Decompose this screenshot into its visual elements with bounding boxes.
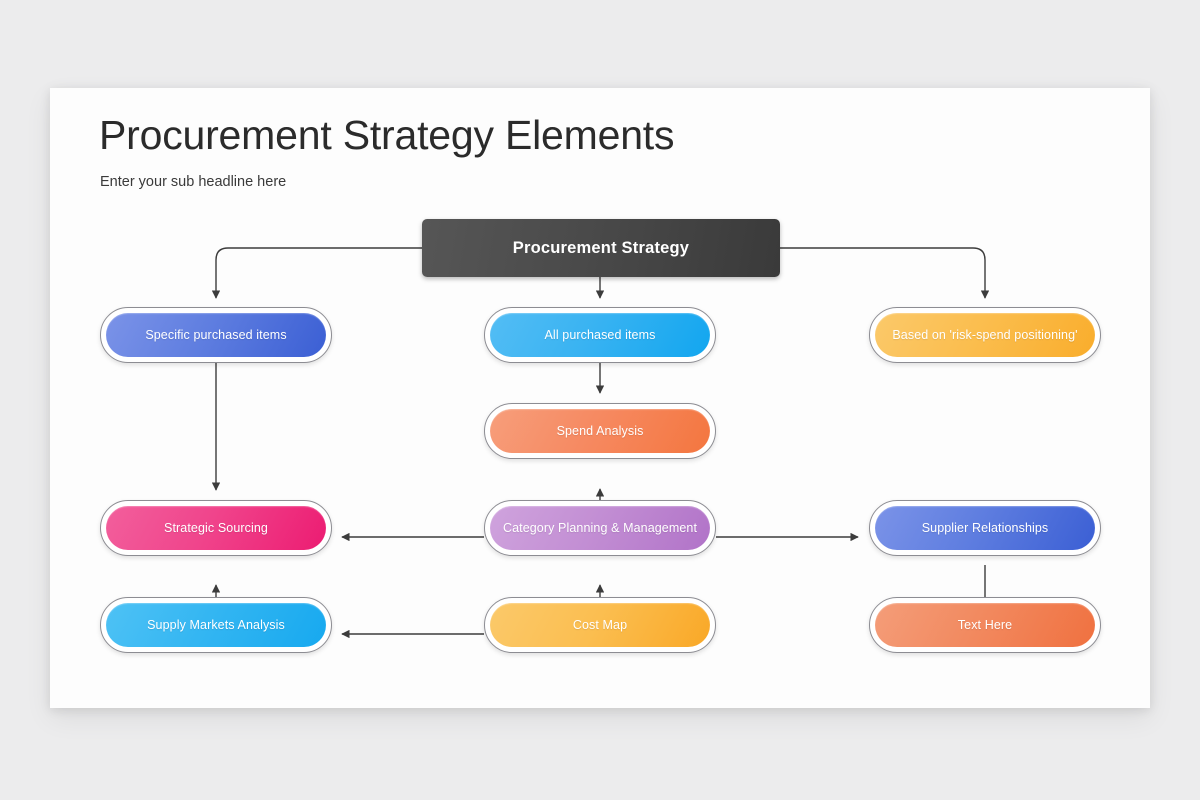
node-fill: Strategic Sourcing [106,506,326,550]
node-label: Cost Map [572,618,628,632]
node-procurement-strategy[interactable]: Procurement Strategy [422,219,780,277]
node-strategic-sourcing[interactable]: Strategic Sourcing [100,500,332,556]
page-title: Procurement Strategy Elements [99,112,675,158]
node-label: Text Here [957,618,1013,632]
node-label: Specific purchased items [145,328,287,342]
node-label: Based on 'risk-spend positioning' [892,328,1078,342]
node-specific-purchased-items[interactable]: Specific purchased items [100,307,332,363]
connector-root-to-specific-items [211,247,422,299]
page-subtitle: Enter your sub headline here [100,174,287,190]
node-label: Supplier Relationships [921,521,1049,535]
node-supply-markets-analysis[interactable]: Supply Markets Analysis [100,597,332,653]
node-text-here[interactable]: Text Here [869,597,1101,653]
node-label: Procurement Strategy [512,238,690,257]
node-fill: Text Here [875,603,1095,647]
node-fill: Spend Analysis [490,409,710,453]
node-fill: Category Planning & Management [490,506,710,550]
procurement-strategy-diagram: Procurement Strategy Specific purchased … [50,88,1150,708]
slide: Procurement Strategy Elements Enter your… [50,88,1150,708]
node-category-planning-management[interactable]: Category Planning & Management [484,500,716,556]
connector-root-to-risk-spend [780,247,990,299]
node-supplier-relationships[interactable]: Supplier Relationships [869,500,1101,556]
node-risk-spend-positioning[interactable]: Based on 'risk-spend positioning' [869,307,1101,363]
node-fill: Based on 'risk-spend positioning' [875,313,1095,357]
node-label: Spend Analysis [556,424,644,438]
node-cost-map[interactable]: Cost Map [484,597,716,653]
node-fill: Supply Markets Analysis [106,603,326,647]
node-fill: Cost Map [490,603,710,647]
node-label: Strategic Sourcing [164,521,268,535]
node-all-purchased-items[interactable]: All purchased items [484,307,716,363]
node-fill: Supplier Relationships [875,506,1095,550]
node-label: All purchased items [544,328,656,342]
node-fill: Specific purchased items [106,313,326,357]
node-label: Category Planning & Management [502,521,698,535]
node-spend-analysis[interactable]: Spend Analysis [484,403,716,459]
node-label: Supply Markets Analysis [147,618,285,632]
node-fill: All purchased items [490,313,710,357]
